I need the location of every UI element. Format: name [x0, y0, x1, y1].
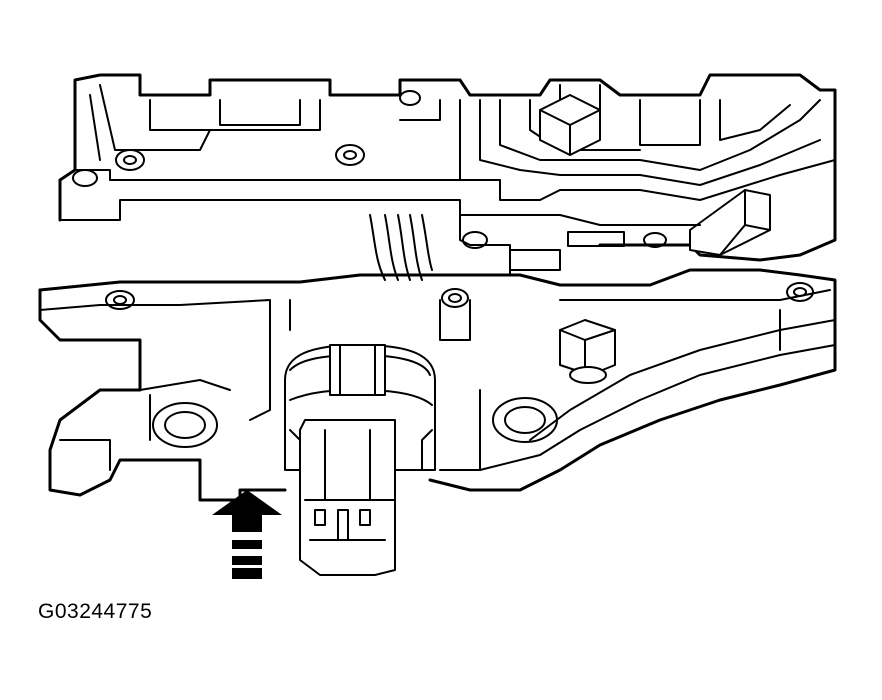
sensor-connector	[284, 344, 436, 576]
lower-valve-body	[38, 268, 837, 502]
upper-bolt-holes	[72, 90, 667, 249]
upper-valve-body	[58, 73, 837, 281]
lower-bolt-holes	[105, 282, 814, 448]
wire-harness	[369, 214, 433, 281]
hex-bolt	[559, 319, 616, 384]
direction-arrow-icon	[212, 490, 282, 579]
figure-id-label: G03244775	[38, 600, 153, 623]
